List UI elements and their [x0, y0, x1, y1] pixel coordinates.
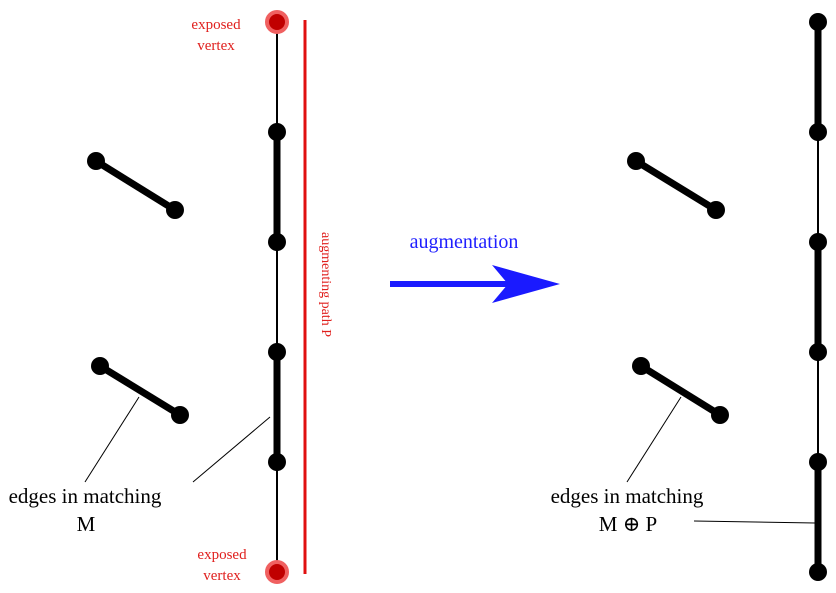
right-path-vertex-3 — [809, 343, 827, 361]
left-graph: exposed vertex exposed vertex augmenting… — [9, 10, 333, 584]
left-caption-leader-1 — [84, 396, 140, 483]
right-vertex-a1 — [627, 152, 645, 170]
exposed-vertex-top-label-line2: vertex — [197, 38, 235, 54]
left-caption-leader-2 — [192, 416, 271, 483]
left-caption-line2: M — [77, 512, 96, 536]
left-caption-line1: edges in matching — [9, 484, 162, 508]
right-matched-edge-b — [639, 363, 722, 418]
left-matched-edge-a — [94, 158, 177, 213]
left-exposed-vertex-top — [265, 10, 289, 34]
left-matched-edge-b — [98, 363, 182, 418]
left-vertex-b1 — [91, 357, 109, 375]
right-path-vertex-5 — [809, 563, 827, 581]
exposed-vertex-top-label-line1: exposed — [191, 17, 241, 33]
right-vertex-b1 — [632, 357, 650, 375]
left-path-vertex-1 — [268, 123, 286, 141]
right-graph: edges in matching M ⊕ P — [551, 13, 827, 581]
augmentation-arrow: augmentation — [390, 231, 560, 303]
left-exposed-vertex-bottom — [265, 560, 289, 584]
left-path-vertex-2 — [268, 233, 286, 251]
right-path-vertex-0 — [809, 13, 827, 31]
right-caption-line1: edges in matching — [551, 484, 704, 508]
augmenting-path-label: augmenting path P — [318, 232, 333, 337]
right-path-vertex-2 — [809, 233, 827, 251]
left-vertex-a1 — [87, 152, 105, 170]
augmentation-label: augmentation — [410, 231, 519, 253]
right-vertex-a2 — [707, 201, 725, 219]
left-path-vertex-4 — [268, 453, 286, 471]
right-matched-edge-a — [634, 158, 718, 213]
right-caption-line2: M ⊕ P — [599, 512, 657, 536]
arrow-head — [492, 265, 560, 303]
right-caption-leader-1 — [626, 396, 682, 483]
right-caption-leader-2 — [693, 520, 816, 524]
left-vertex-b2 — [171, 406, 189, 424]
left-vertex-a2 — [166, 201, 184, 219]
exposed-vertex-bottom-label-line1: exposed — [197, 547, 247, 563]
left-path-vertex-3 — [268, 343, 286, 361]
right-path-vertex-1 — [809, 123, 827, 141]
exposed-vertex-bottom-label-line2: vertex — [203, 568, 241, 584]
right-vertex-b2 — [711, 406, 729, 424]
right-path-vertex-4 — [809, 453, 827, 471]
